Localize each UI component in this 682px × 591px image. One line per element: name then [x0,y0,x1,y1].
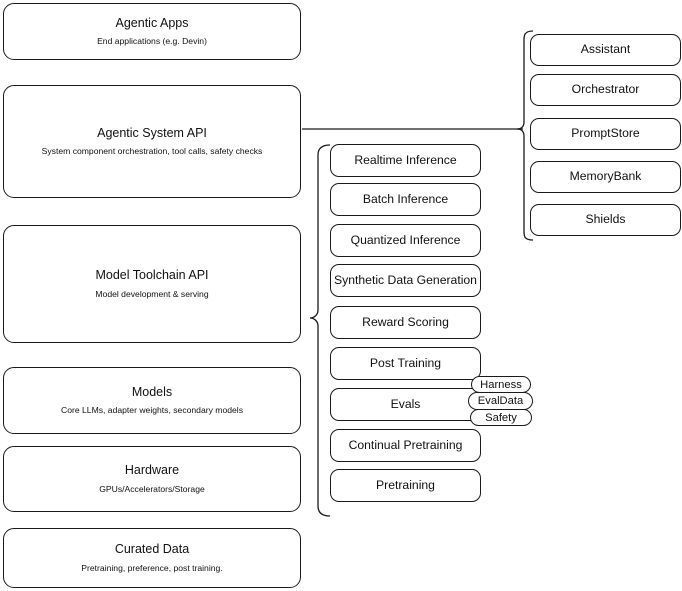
layer-title: Models [131,384,173,399]
agentic-item-label: Orchestrator [571,82,640,97]
layer-curated-data[interactable]: Curated Data Pretraining, preference, po… [3,528,301,588]
toolchain-item-label: Continual Pretraining [348,437,463,452]
toolchain-item-label: Evals [390,396,421,411]
toolchain-item-label: Synthetic Data Generation [334,272,477,287]
layer-models[interactable]: Models Core LLMs, adapter weights, secon… [3,367,301,434]
layer-title: Model Toolchain API [95,268,209,283]
toolchain-item-label: Batch Inference [362,191,449,206]
toolchain-item-label: Post Training [369,355,442,370]
layer-agentic-apps[interactable]: Agentic Apps End applications (e.g. Devi… [3,3,301,60]
toolchain-item-post-training[interactable]: Post Training [330,347,481,380]
toolchain-item-label: Reward Scoring [362,314,449,329]
toolchain-item-continual-pretraining[interactable]: Continual Pretraining [330,429,481,462]
toolchain-item-label: Realtime Inference [354,152,457,167]
agentic-item-label: Assistant [580,42,631,57]
layer-subtitle: Pretraining, preference, post training. [81,562,223,573]
layer-subtitle: Core LLMs, adapter weights, secondary mo… [61,405,243,416]
toolchain-item-evals[interactable]: Evals [330,388,481,421]
agentic-item-orchestrator[interactable]: Orchestrator [530,74,681,106]
toolchain-item-label: Quantized Inference [350,232,461,247]
layer-agentic-system-api[interactable]: Agentic System API System component orch… [3,85,301,198]
agentic-item-shields[interactable]: Shields [530,204,681,236]
toolchain-item-quantized-inference[interactable]: Quantized Inference [330,224,481,257]
layer-hardware[interactable]: Hardware GPUs/Accelerators/Storage [3,446,301,512]
toolchain-item-pretraining[interactable]: Pretraining [330,469,481,502]
evals-subcomponent-safety[interactable]: Safety [470,409,532,426]
agentic-item-promptstore[interactable]: PromptStore [530,118,681,150]
layer-subtitle: Model development & serving [95,288,209,299]
agentic-item-memorybank[interactable]: MemoryBank [530,161,681,193]
layer-title: Agentic Apps [115,15,189,30]
toolchain-item-reward-scoring[interactable]: Reward Scoring [330,306,481,339]
evals-subcomponent-evaldata[interactable]: EvalData [468,392,533,410]
layer-model-toolchain-api[interactable]: Model Toolchain API Model development & … [3,225,301,343]
layer-title: Hardware [124,463,180,478]
toolchain-item-label: Pretraining [376,477,435,492]
agentic-item-label: PromptStore [571,126,640,141]
layer-subtitle: GPUs/Accelerators/Storage [99,483,205,494]
toolchain-item-realtime-inference[interactable]: Realtime Inference [330,144,481,177]
agentic-item-label: Shields [585,212,626,227]
toolchain-item-batch-inference[interactable]: Batch Inference [330,183,481,216]
layer-title: Agentic System API [97,125,207,140]
layer-subtitle: End applications (e.g. Devin) [97,36,207,47]
agentic-item-assistant[interactable]: Assistant [530,34,681,66]
toolchain-components-bracket [309,144,331,517]
evals-subcomponent-harness[interactable]: Harness [471,376,531,393]
layer-title: Curated Data [114,542,190,557]
toolchain-item-synthetic-data-generation[interactable]: Synthetic Data Generation [330,264,481,297]
layer-subtitle: System component orchestration, tool cal… [41,146,263,157]
agentic-item-label: MemoryBank [569,169,642,184]
